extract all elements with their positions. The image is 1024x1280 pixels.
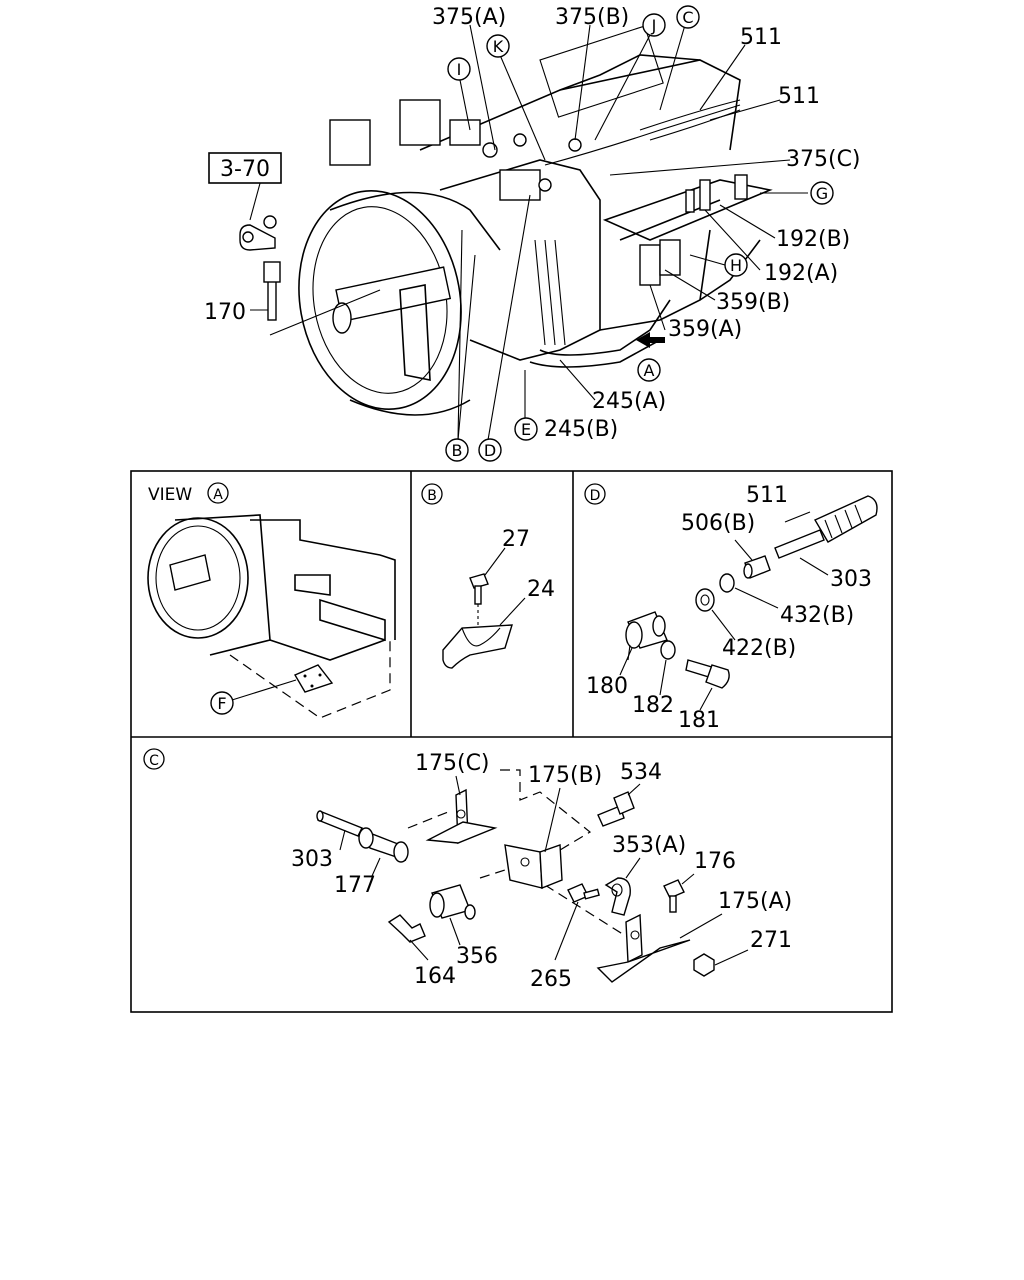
panel-detail-d: D 511 506(B) 303 432(B) 422(B) 180 182: [584, 483, 878, 733]
detail-d-circle: D: [584, 483, 606, 505]
svg-text:B: B: [452, 441, 463, 460]
svg-text:B: B: [427, 488, 437, 504]
panel-detail-c: C 303 177 175(C) 175(B) 534: [143, 748, 792, 992]
svg-text:C: C: [682, 8, 693, 27]
callout-b: B: [445, 438, 469, 462]
label-170: 170: [204, 300, 246, 325]
label-192b: 192(B): [776, 227, 850, 252]
svg-text:A: A: [644, 361, 655, 380]
svg-text:F: F: [217, 694, 226, 713]
label-175a: 175(A): [718, 889, 792, 914]
svg-text:H: H: [730, 256, 742, 275]
label-27: 27: [502, 527, 530, 552]
label-182: 182: [632, 693, 674, 718]
callout-f: F: [210, 691, 234, 715]
callout-g: G: [810, 181, 834, 205]
label-511-lower: 511: [778, 84, 820, 109]
label-303-detail-c: 303: [291, 847, 333, 872]
reference-box: 3-70: [208, 152, 282, 184]
label-271: 271: [750, 928, 792, 953]
label-511-upper: 511: [740, 25, 782, 50]
callout-e: E: [514, 417, 538, 441]
callout-a: A: [637, 358, 661, 382]
label-534: 534: [620, 760, 662, 785]
svg-text:J: J: [651, 16, 657, 35]
label-432b: 432(B): [780, 603, 854, 628]
panel-detail-b: B 27 24: [421, 483, 555, 669]
detail-panels-frame: [130, 470, 893, 1013]
detail-c-circle: C: [143, 748, 165, 770]
label-375b: 375(B): [555, 5, 629, 30]
label-177: 177: [334, 873, 376, 898]
callout-d: D: [478, 438, 502, 462]
panel-view-a: VIEW A F: [147, 482, 396, 719]
reference-box-label: 3-70: [220, 157, 270, 182]
detail-b-circle: B: [421, 483, 443, 505]
label-359a: 359(A): [668, 317, 742, 342]
label-422b: 422(B): [722, 636, 796, 661]
label-245a: 245(A): [592, 389, 666, 414]
svg-text:G: G: [816, 184, 828, 203]
label-375a: 375(A): [432, 5, 506, 30]
label-356: 356: [456, 944, 498, 969]
svg-text:D: D: [484, 441, 496, 460]
label-175c: 175(C): [415, 751, 490, 776]
label-375c: 375(C): [786, 147, 861, 172]
svg-text:D: D: [590, 488, 601, 504]
view-a-circle: A: [207, 482, 229, 504]
svg-text:I: I: [457, 60, 462, 79]
label-180: 180: [586, 674, 628, 699]
label-511-detail: 511: [746, 483, 788, 508]
callout-h: H: [724, 253, 748, 277]
svg-text:A: A: [213, 487, 223, 503]
label-181: 181: [678, 708, 720, 733]
view-a-title: VIEW: [148, 485, 192, 505]
svg-text:K: K: [493, 37, 504, 56]
label-245b: 245(B): [544, 417, 618, 442]
label-192a: 192(A): [764, 261, 838, 286]
view-arrow: [636, 332, 665, 348]
svg-text:E: E: [521, 420, 531, 439]
label-506b: 506(B): [681, 511, 755, 536]
label-164: 164: [414, 964, 456, 989]
callout-k: K: [486, 34, 510, 58]
label-176: 176: [694, 849, 736, 874]
transmission-assembly: [239, 24, 808, 441]
callout-j: J: [642, 13, 666, 37]
callout-i: I: [447, 57, 471, 81]
label-24: 24: [527, 577, 555, 602]
label-353a: 353(A): [612, 833, 686, 858]
label-303-detail-d: 303: [830, 567, 872, 592]
label-359b: 359(B): [716, 290, 790, 315]
callout-c: C: [676, 5, 700, 29]
label-265: 265: [530, 967, 572, 992]
label-175b: 175(B): [528, 763, 602, 788]
svg-text:C: C: [149, 753, 159, 769]
